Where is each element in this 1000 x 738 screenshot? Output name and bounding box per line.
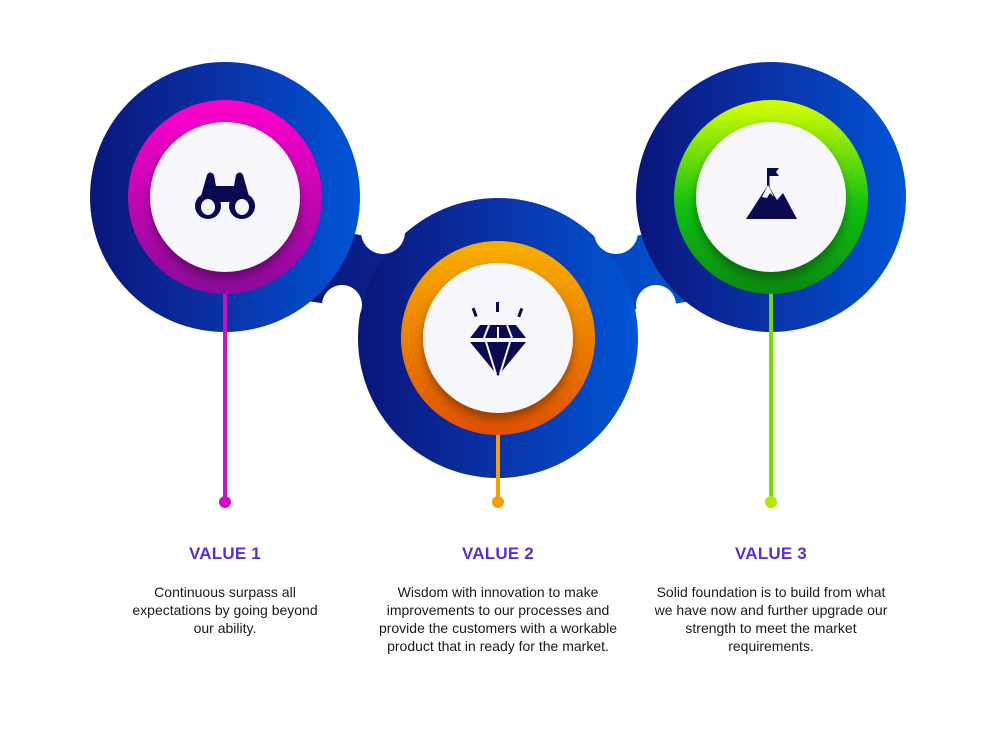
value-3-description: Solid foundation is to build from what w… xyxy=(654,584,888,654)
mountain-flag-icon xyxy=(746,168,797,219)
value-2-title: VALUE 2 xyxy=(462,544,534,563)
value-2-dot xyxy=(492,496,504,508)
value-1-dot xyxy=(219,496,231,508)
value-1-title: VALUE 1 xyxy=(189,544,261,563)
value-2-description: Wisdom with innovation to make improveme… xyxy=(378,584,618,654)
value-3-title: VALUE 3 xyxy=(735,544,807,563)
value-1-description: Continuous surpass all expectations by g… xyxy=(132,584,318,636)
diamond-icon xyxy=(470,302,526,376)
value-1-text: VALUE 1 Continuous surpass all expectati… xyxy=(95,544,355,637)
value-3-dot xyxy=(765,496,777,508)
binoculars-icon xyxy=(195,172,255,219)
value-3-text: VALUE 3 Solid foundation is to build fro… xyxy=(641,544,901,655)
value-2-text: VALUE 2 Wisdom with innovation to make i… xyxy=(368,544,628,655)
